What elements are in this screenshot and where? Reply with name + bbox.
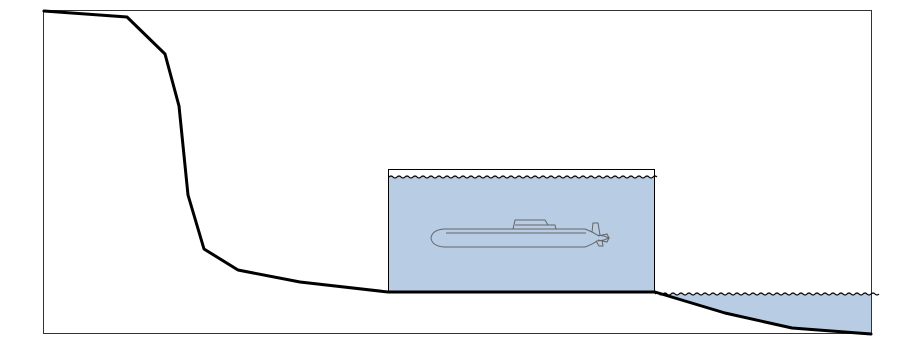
submarine-hull [430, 228, 611, 248]
water-basin [388, 169, 658, 293]
submarine-hydroplane [597, 233, 610, 243]
sea-wave-line [654, 292, 880, 296]
submarine-rudder-top [591, 222, 601, 236]
sea-right [654, 292, 880, 333]
submarine-rudder-bottom [595, 239, 604, 247]
submarine-sail [512, 219, 557, 230]
basin-water [389, 176, 657, 292]
diagram-frame [43, 10, 872, 334]
sea-water [655, 292, 879, 333]
terrain-profile [42, 9, 873, 336]
basin-wave-line [388, 175, 658, 179]
submarine-icon [430, 219, 611, 248]
